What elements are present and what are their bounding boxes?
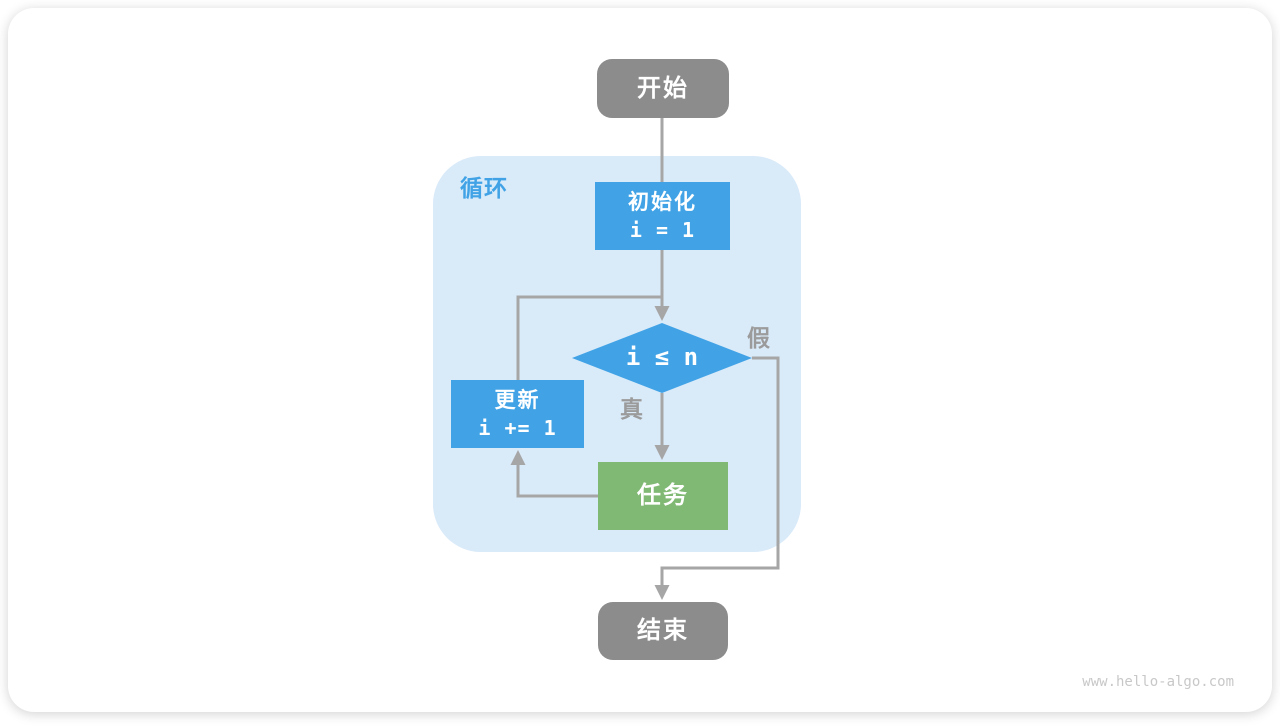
end-node: 结束 xyxy=(598,602,728,660)
loop-scope-label: 循环 xyxy=(460,175,508,201)
watermark: www.hello-algo.com xyxy=(1082,674,1234,690)
end-node-label: 结束 xyxy=(637,617,689,645)
update-node-title: 更新 xyxy=(494,389,541,413)
init-node-title: 初始化 xyxy=(628,191,697,215)
init-node: 初始化 i = 1 xyxy=(595,182,730,250)
start-node-label: 开始 xyxy=(637,74,689,102)
update-node-code: i += 1 xyxy=(478,415,557,440)
true-branch-label: 真 xyxy=(620,396,643,422)
edge-task-to-update xyxy=(510,450,598,498)
update-node: 更新 i += 1 xyxy=(451,380,584,448)
edge-update-to-condition xyxy=(516,295,662,380)
init-node-code: i = 1 xyxy=(629,217,696,242)
diagram-canvas: 循环 开始 初始化 i = 1 i ≤ n 假 真 更新 i += 1 任务 结… xyxy=(8,8,1272,712)
start-node: 开始 xyxy=(597,59,729,118)
condition-code: i ≤ n xyxy=(625,343,699,372)
edge-condition-false-to-end xyxy=(654,356,780,600)
task-node: 任务 xyxy=(598,462,728,530)
false-branch-label: 假 xyxy=(747,325,770,351)
flow-connectors xyxy=(510,118,780,600)
task-node-label: 任务 xyxy=(637,482,689,510)
